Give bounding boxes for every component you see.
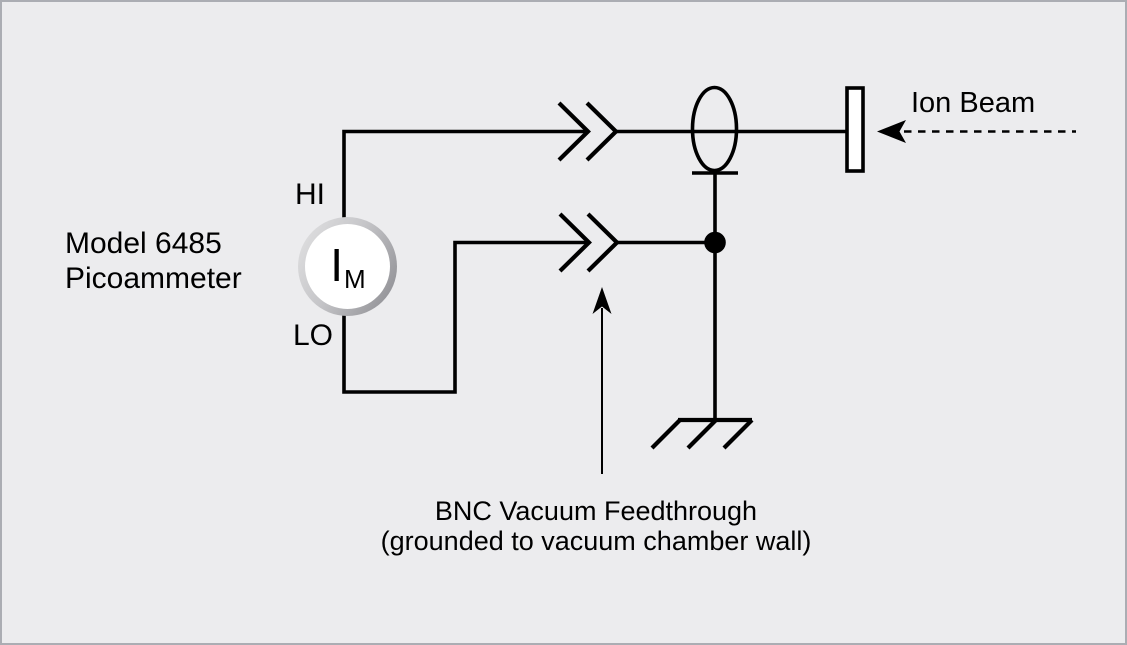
device-name-label: Model 6485 Picoammeter bbox=[65, 226, 242, 296]
collector-plate-icon bbox=[845, 86, 865, 173]
feedthrough-caption-line2: (grounded to vacuum chamber wall) bbox=[380, 526, 812, 556]
meter-symbol: IM bbox=[330, 238, 365, 292]
meter-symbol-sub: M bbox=[344, 263, 366, 294]
hi-wire bbox=[342, 129, 588, 218]
feedthrough-caption-line1: BNC Vacuum Feedthrough bbox=[434, 496, 758, 526]
chassis-ground-icon bbox=[650, 417, 754, 450]
ion-beam-dashed-arrow-icon bbox=[877, 120, 1076, 143]
device-name-line1: Model 6485 bbox=[65, 227, 222, 260]
ammeter-circle-icon: IM bbox=[298, 217, 397, 316]
lo-wire bbox=[342, 240, 588, 394]
meter-symbol-main: I bbox=[330, 238, 344, 291]
feedthrough-caption: BNC Vacuum Feedthrough (grounded to vacu… bbox=[381, 496, 812, 556]
device-name-line2: Picoammeter bbox=[65, 262, 242, 295]
hi-terminal-label: HI bbox=[295, 178, 325, 211]
callout-arrow-icon bbox=[592, 287, 612, 474]
ammeter-face: IM bbox=[305, 224, 390, 309]
junction-dot-icon bbox=[704, 231, 726, 254]
ion-beam-label: Ion Beam bbox=[911, 87, 1036, 119]
lo-terminal-label: LO bbox=[293, 319, 334, 352]
